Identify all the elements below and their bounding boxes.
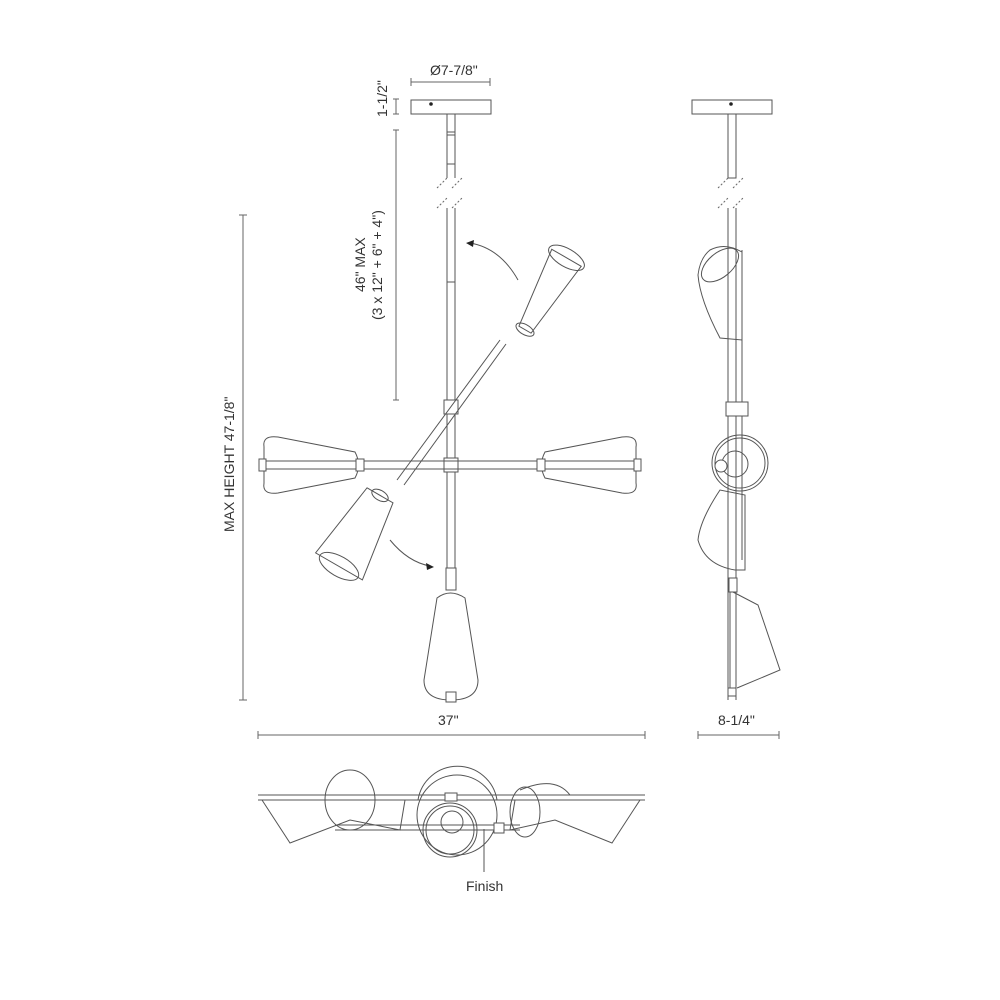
width-label: 37" <box>438 712 459 728</box>
front-view <box>258 99 642 703</box>
max-height-label: MAX HEIGHT 47-1/8" <box>221 396 237 532</box>
bottom-view <box>258 765 645 872</box>
finish-callout: Finish <box>466 878 504 894</box>
stem-max-label: 46" MAX <box>352 237 368 292</box>
dimension-lines <box>239 78 780 739</box>
depth-label: 8-1/4" <box>718 712 755 728</box>
stem-breakdown-label: (3 x 12" + 6" + 4") <box>369 210 385 320</box>
side-view <box>691 99 781 700</box>
canopy-diameter-label: Ø7-7/8" <box>430 62 478 78</box>
canopy-height-label: 1-1/2" <box>374 80 390 117</box>
